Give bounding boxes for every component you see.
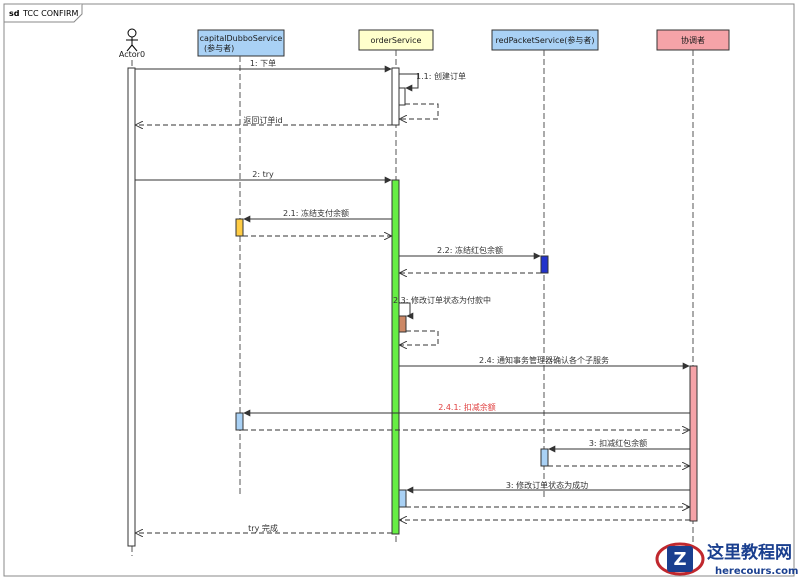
lifeline-coordinator: 协调者	[656, 29, 730, 545]
activation-redpacket-1	[540, 255, 549, 274]
activation-actor	[127, 67, 136, 547]
message-labels: 1: 下单 1.1: 创建订单 返回订单id 2: try 2.1: 冻结支付余…	[243, 58, 647, 533]
watermark: Z 这里教程网 herecours.com	[655, 542, 798, 577]
diagram-frame: sd TCC CONFIRM	[3, 3, 795, 577]
message-return	[400, 103, 439, 119]
message-label: 2.4: 通知事务管理器确认各个子服务	[479, 355, 609, 365]
activations	[127, 67, 698, 547]
activation-order-2	[391, 179, 400, 535]
messages	[135, 65, 690, 533]
message-arrow	[399, 73, 419, 92]
message-label: 2.2: 冻结红包余额	[437, 245, 503, 255]
message-label: 1: 下单	[250, 58, 276, 68]
lifeline-name: capitalDubboService	[200, 34, 283, 43]
activation-order-nested	[398, 87, 406, 106]
activation-capital-1	[235, 218, 244, 237]
message-label: 3: 扣减红包余额	[589, 438, 647, 448]
message-label: 3: 修改订单状态为成功	[506, 480, 588, 490]
message-arrow	[399, 302, 414, 320]
message-label: 2: try	[252, 170, 274, 179]
message-label: 2.1: 冻结支付余额	[283, 208, 349, 218]
message-label: 2.3: 修改订单状态为付款中	[393, 295, 491, 305]
lifeline-head	[491, 29, 599, 51]
lifeline-name: 协调者	[681, 35, 705, 45]
message-label-highlight: 2.4.1: 扣减余额	[438, 402, 496, 412]
activation-coordinator	[689, 365, 698, 522]
activation-order-3	[398, 489, 407, 508]
message-return	[400, 330, 439, 345]
message-label: try 完成	[248, 523, 278, 533]
lifeline-redpacketservice: redPacketService(参与者)	[491, 29, 599, 500]
activation-capital-2	[235, 412, 244, 431]
watermark-url: herecours.com	[715, 566, 798, 577]
actor-icon	[126, 28, 138, 52]
frame-title: TCC CONFIRM	[22, 9, 79, 18]
activation-redpacket-2	[540, 448, 549, 467]
activation-order-2-3	[398, 315, 407, 333]
lifeline-name: orderService	[371, 36, 422, 45]
message-label: 返回订单id	[243, 115, 282, 125]
watermark-logo-icon: Z	[655, 542, 705, 576]
watermark-title: 这里教程网	[707, 542, 792, 563]
frame-keyword: sd	[9, 9, 20, 18]
svg-text:Z: Z	[673, 549, 686, 570]
activation-order-1	[391, 67, 400, 126]
actor-name: Actor0	[119, 50, 145, 59]
message-label: 1.1: 创建订单	[416, 71, 466, 81]
lifeline-name: redPacketService(参与者)	[495, 35, 594, 45]
lifeline-head	[197, 29, 285, 57]
lifeline-name-sub: (参与者)	[204, 43, 234, 53]
